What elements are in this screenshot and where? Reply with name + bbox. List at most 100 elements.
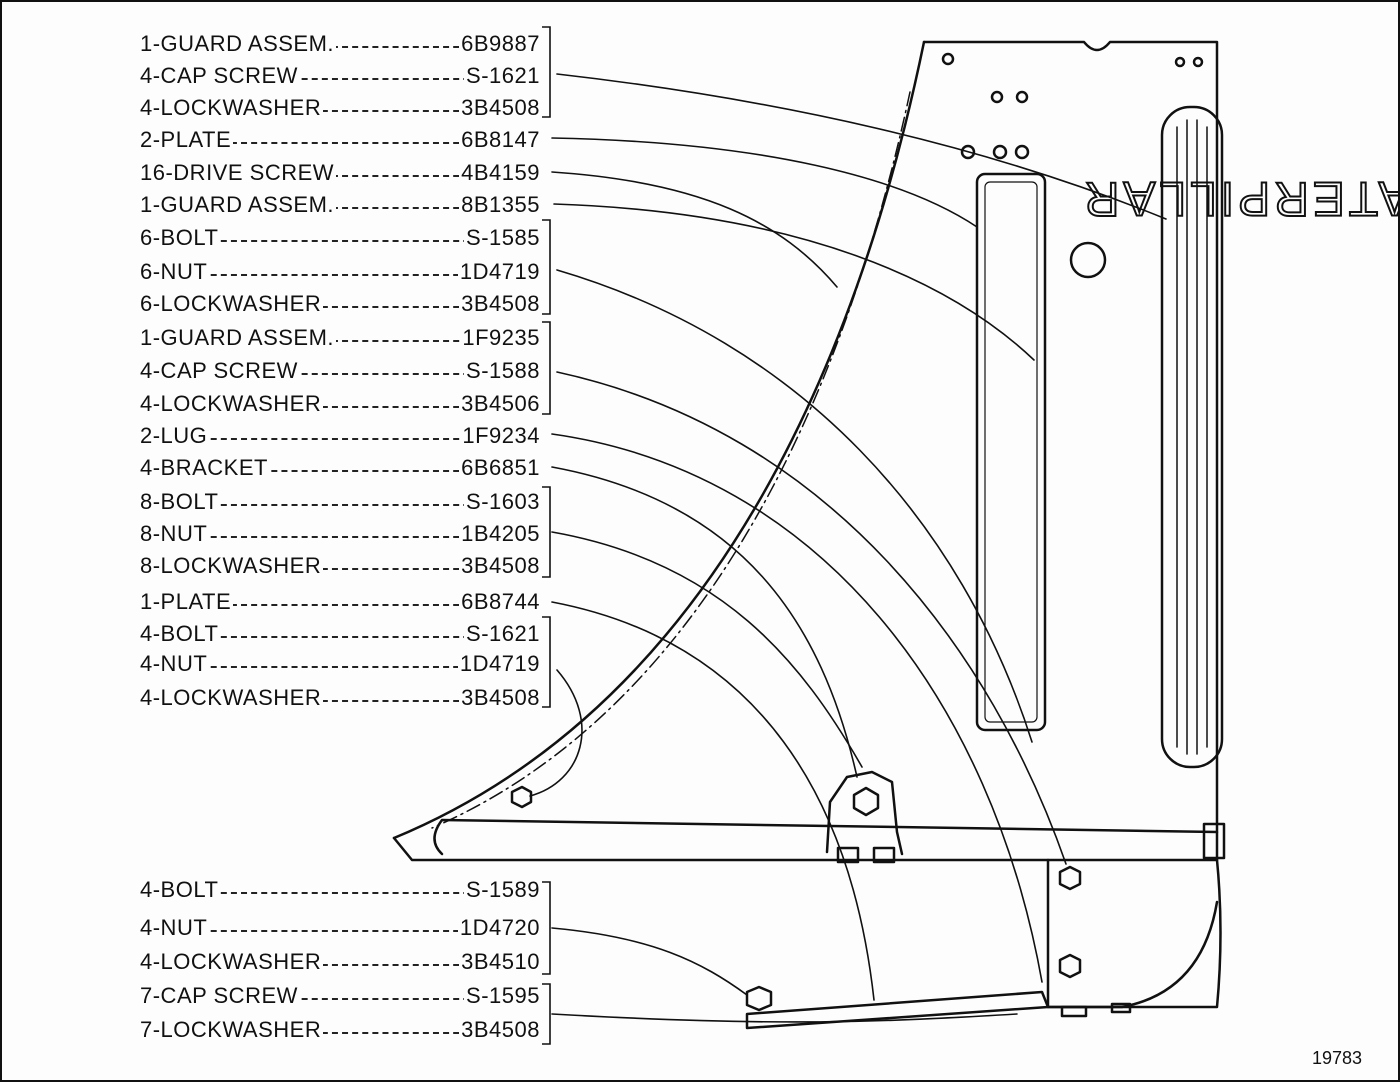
hole xyxy=(941,52,955,66)
part-number: 3B4508 xyxy=(459,94,540,122)
part-row: 4-LOCKWASHER 3B4506 xyxy=(140,390,550,418)
leader-dashes xyxy=(140,175,540,177)
part-number: 6B6851 xyxy=(459,454,540,482)
part-row: 6-BOLT S-1585 xyxy=(140,224,550,252)
part-description: 2-PLATE xyxy=(140,126,234,154)
part-description: 6-NUT xyxy=(140,258,210,286)
guard-plate-outline xyxy=(922,40,1219,834)
group-braces xyxy=(542,26,551,1045)
leader-dashes xyxy=(140,306,540,308)
part-description: 2-LUG xyxy=(140,422,210,450)
part-number: 1F9234 xyxy=(460,422,540,450)
part-number: S-1621 xyxy=(464,62,540,90)
leader-lines xyxy=(529,73,1167,1023)
part-description: 8-NUT xyxy=(140,520,210,548)
hole xyxy=(1174,56,1186,68)
part-number: S-1588 xyxy=(464,357,540,385)
hole xyxy=(992,144,1008,160)
leader-dashes xyxy=(140,274,540,276)
large-hole xyxy=(1069,241,1107,279)
part-description: 4-LOCKWASHER xyxy=(140,948,324,976)
part-row: 1-GUARD ASSEM.6B9887 xyxy=(140,30,550,58)
figure-number: 19783 xyxy=(1312,1048,1363,1068)
part-number: 3B4508 xyxy=(459,552,540,580)
leader-dashes xyxy=(140,110,540,112)
leader-dashes xyxy=(140,142,540,144)
part-description: 4-NUT xyxy=(140,650,210,678)
part-number: 3B4508 xyxy=(459,1016,540,1044)
part-description: 4-BOLT xyxy=(140,876,221,904)
part-description: 4-LOCKWASHER xyxy=(140,390,324,418)
part-number: S-1603 xyxy=(464,488,540,516)
hex-nut xyxy=(510,785,533,809)
bottom-rail xyxy=(392,818,1219,862)
leader-dashes xyxy=(140,406,540,408)
part-number: 1D4719 xyxy=(457,258,540,286)
part-row: 4-NUT 1D4719 xyxy=(140,650,550,678)
leader-dashes xyxy=(140,636,540,638)
part-number: 6B8147 xyxy=(459,126,540,154)
leader-dashes xyxy=(140,892,540,894)
part-description: 7-CAP SCREW xyxy=(140,982,300,1010)
leader-dashes xyxy=(140,240,540,242)
leader-dashes xyxy=(140,536,540,538)
part-description: 7-LOCKWASHER xyxy=(140,1016,324,1044)
part-description: 1-PLATE xyxy=(140,588,234,616)
rail-bolt xyxy=(1202,822,1226,860)
part-description: 4-BOLT xyxy=(140,620,221,648)
hex-nut xyxy=(1058,865,1082,891)
lower-guard xyxy=(1046,858,1222,1009)
part-number: 4B4159 xyxy=(459,159,540,187)
part-row: 4-NUT 1D4720 xyxy=(140,914,550,942)
part-description: 1-GUARD ASSEM. xyxy=(140,324,337,352)
part-number: 3B4508 xyxy=(459,684,540,712)
part-row: 8-LOCKWASHER 3B4508 xyxy=(140,552,550,580)
part-row: 8-NUT 1B4205 xyxy=(140,520,550,548)
hex-nut xyxy=(852,786,880,817)
leader-dashes xyxy=(140,340,540,342)
hole xyxy=(960,144,976,160)
part-number: 6B8744 xyxy=(459,588,540,616)
part-row: 4-LOCKWASHER 3B4508 xyxy=(140,684,550,712)
part-row: 6-NUT 1D4719 xyxy=(140,258,550,286)
lower-guard-curve xyxy=(1046,900,1219,1009)
part-row: 7-CAP SCREW S-1595 xyxy=(140,982,550,1010)
part-row: 1-GUARD ASSEM.8B1355 xyxy=(140,191,550,219)
part-description: 8-BOLT xyxy=(140,488,221,516)
leader-dashes xyxy=(140,604,540,606)
part-row: 7-LOCKWASHER 3B4508 xyxy=(140,1016,550,1044)
part-row: 4-BRACKET 6B6851 xyxy=(140,454,550,482)
part-description: 1-GUARD ASSEM. xyxy=(140,30,337,58)
part-description: 4-CAP SCREW xyxy=(140,62,300,90)
part-number: S-1585 xyxy=(464,224,540,252)
part-number: 1B4205 xyxy=(459,520,540,548)
leader-dashes xyxy=(140,78,540,80)
part-description: 8-LOCKWASHER xyxy=(140,552,324,580)
grab-handle-ribs xyxy=(1176,119,1208,755)
part-number: 3B4506 xyxy=(459,390,540,418)
part-description: 6-LOCKWASHER xyxy=(140,290,324,318)
leader-dashes xyxy=(140,998,540,1000)
part-row: 2-LUG 1F9234 xyxy=(140,422,550,450)
part-description: 4-LOCKWASHER xyxy=(140,684,324,712)
part-number: 1D4719 xyxy=(457,650,540,678)
part-description: 4-BRACKET xyxy=(140,454,270,482)
nameplate xyxy=(975,172,1047,732)
leader-dashes xyxy=(140,207,540,209)
part-row: 1-PLATE 6B8744 xyxy=(140,588,550,616)
part-number: 1D4720 xyxy=(457,914,540,942)
part-number: S-1595 xyxy=(464,982,540,1010)
nameplate-lettering: CATERPILLAR xyxy=(1081,172,1400,225)
part-description: 6-BOLT xyxy=(140,224,221,252)
bracket xyxy=(825,770,904,856)
part-description: 4-NUT xyxy=(140,914,210,942)
bolt-heads xyxy=(836,846,1132,1018)
leader-dashes xyxy=(140,504,540,506)
part-row: 4-CAP SCREW S-1621 xyxy=(140,62,550,90)
